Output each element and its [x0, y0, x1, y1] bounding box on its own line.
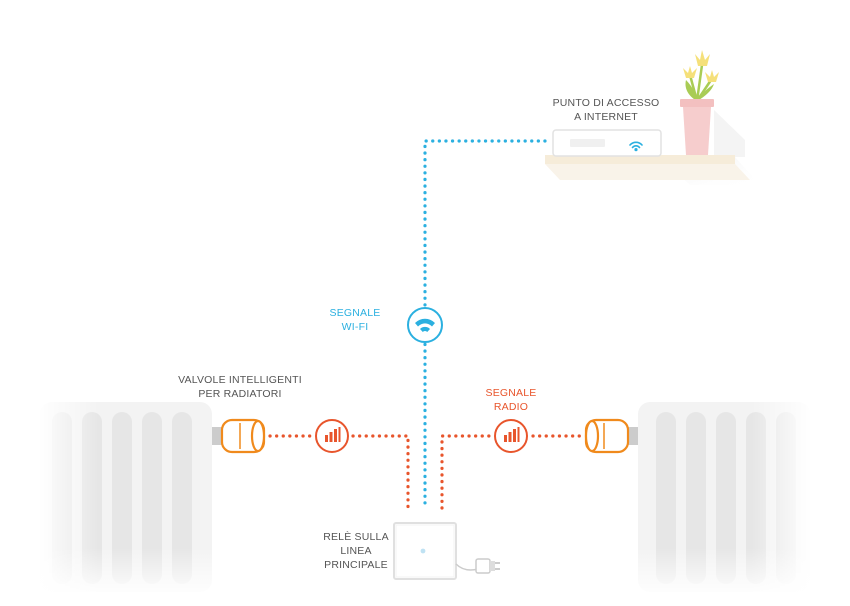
radio-signal-path-right	[440, 434, 582, 510]
wifi-icon	[407, 307, 443, 343]
wifi-signal-path	[423, 139, 547, 510]
flower-pot-icon	[680, 50, 719, 155]
wifi-label-line1: SEGNALE	[329, 307, 380, 319]
valves-label-line1: VALVOLE INTELLIGENTI	[178, 374, 302, 386]
radio-signal-path-left	[268, 434, 410, 510]
radiator-valve-icon	[212, 418, 266, 454]
shelf	[545, 110, 760, 185]
relay-box-icon	[393, 522, 457, 580]
radiator-valve-icon	[584, 418, 638, 454]
relay-label-line3: PRINCIPALE	[324, 559, 388, 571]
wifi-label-line2: WI-FI	[342, 321, 369, 333]
access-point-label-line1: PUNTO DI ACCESSO	[553, 97, 660, 109]
relay-label-line1: RELÈ SULLA	[323, 530, 389, 543]
router-icon	[552, 129, 662, 157]
radio-signal-icon	[494, 419, 528, 453]
power-plug-icon	[455, 558, 500, 574]
radio-label-line2: RADIO	[494, 401, 528, 413]
valves-label-line2: PER RADIATORI	[198, 388, 281, 400]
radio-label-line1: SEGNALE	[485, 387, 536, 399]
radio-signal-icon	[315, 419, 349, 453]
relay-label-line2: LINEA	[340, 545, 371, 557]
access-point-label-line2: A INTERNET	[574, 111, 638, 123]
radiator-icon	[634, 398, 814, 598]
radiator-icon	[36, 398, 216, 598]
